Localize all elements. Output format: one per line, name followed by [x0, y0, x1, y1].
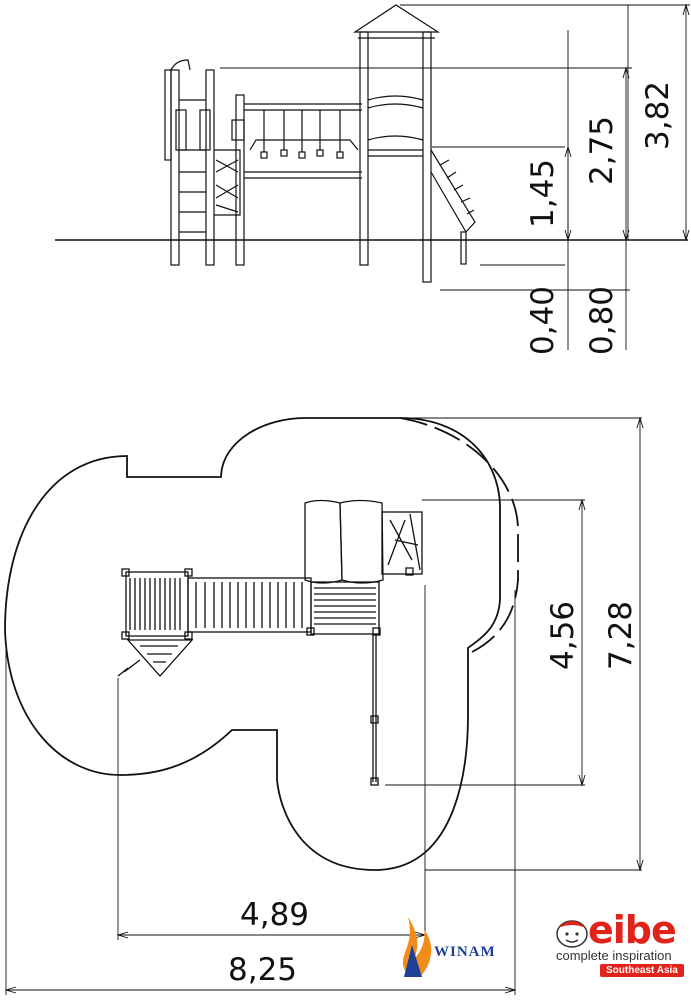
dim-total-width: 8,25: [228, 952, 297, 988]
eibe-region-badge: Southeast Asia: [600, 964, 684, 977]
dim-platform-height: 1,45: [525, 159, 561, 228]
play-structure: [117, 499, 423, 786]
dim-structure-width: 4,89: [240, 897, 309, 933]
ladder-tower: [164, 59, 215, 266]
rope-bridge: [244, 103, 362, 179]
plan-view: 4,56 7,28 4,89 8,25: [4, 416, 644, 995]
eibe-tagline: complete inspiration: [556, 948, 672, 963]
safety-zone-dashed: [399, 417, 519, 653]
dim-structure-depth: 4,56: [545, 601, 581, 670]
winam-flame-icon: [402, 917, 432, 977]
eibe-logo: eibe complete inspiration Southeast Asia: [552, 908, 684, 980]
winam-logo: WINAM: [400, 915, 525, 985]
winam-wordmark: WINAM: [434, 944, 496, 960]
roof-tower: [352, 4, 441, 283]
safety-zone-outline: [4, 417, 501, 871]
dim-total-depth: 0,80: [584, 286, 620, 355]
plan-dimension-lines: [4, 416, 644, 995]
side-view: 3,82 2,75 1,45 0,40 0,80: [55, 3, 690, 355]
dim-total-height: 3,82: [640, 81, 676, 150]
dim-footing-depth: 0,40: [525, 286, 561, 355]
side-dimension-lines: [220, 3, 690, 350]
dim-platform-top-height: 2,75: [584, 116, 620, 185]
dim-total-plan-depth: 7,28: [603, 601, 639, 670]
climbing-ramp: [430, 149, 476, 265]
child-face-icon: [556, 920, 588, 948]
net-post: [214, 94, 245, 266]
eibe-wordmark: eibe: [588, 908, 677, 952]
